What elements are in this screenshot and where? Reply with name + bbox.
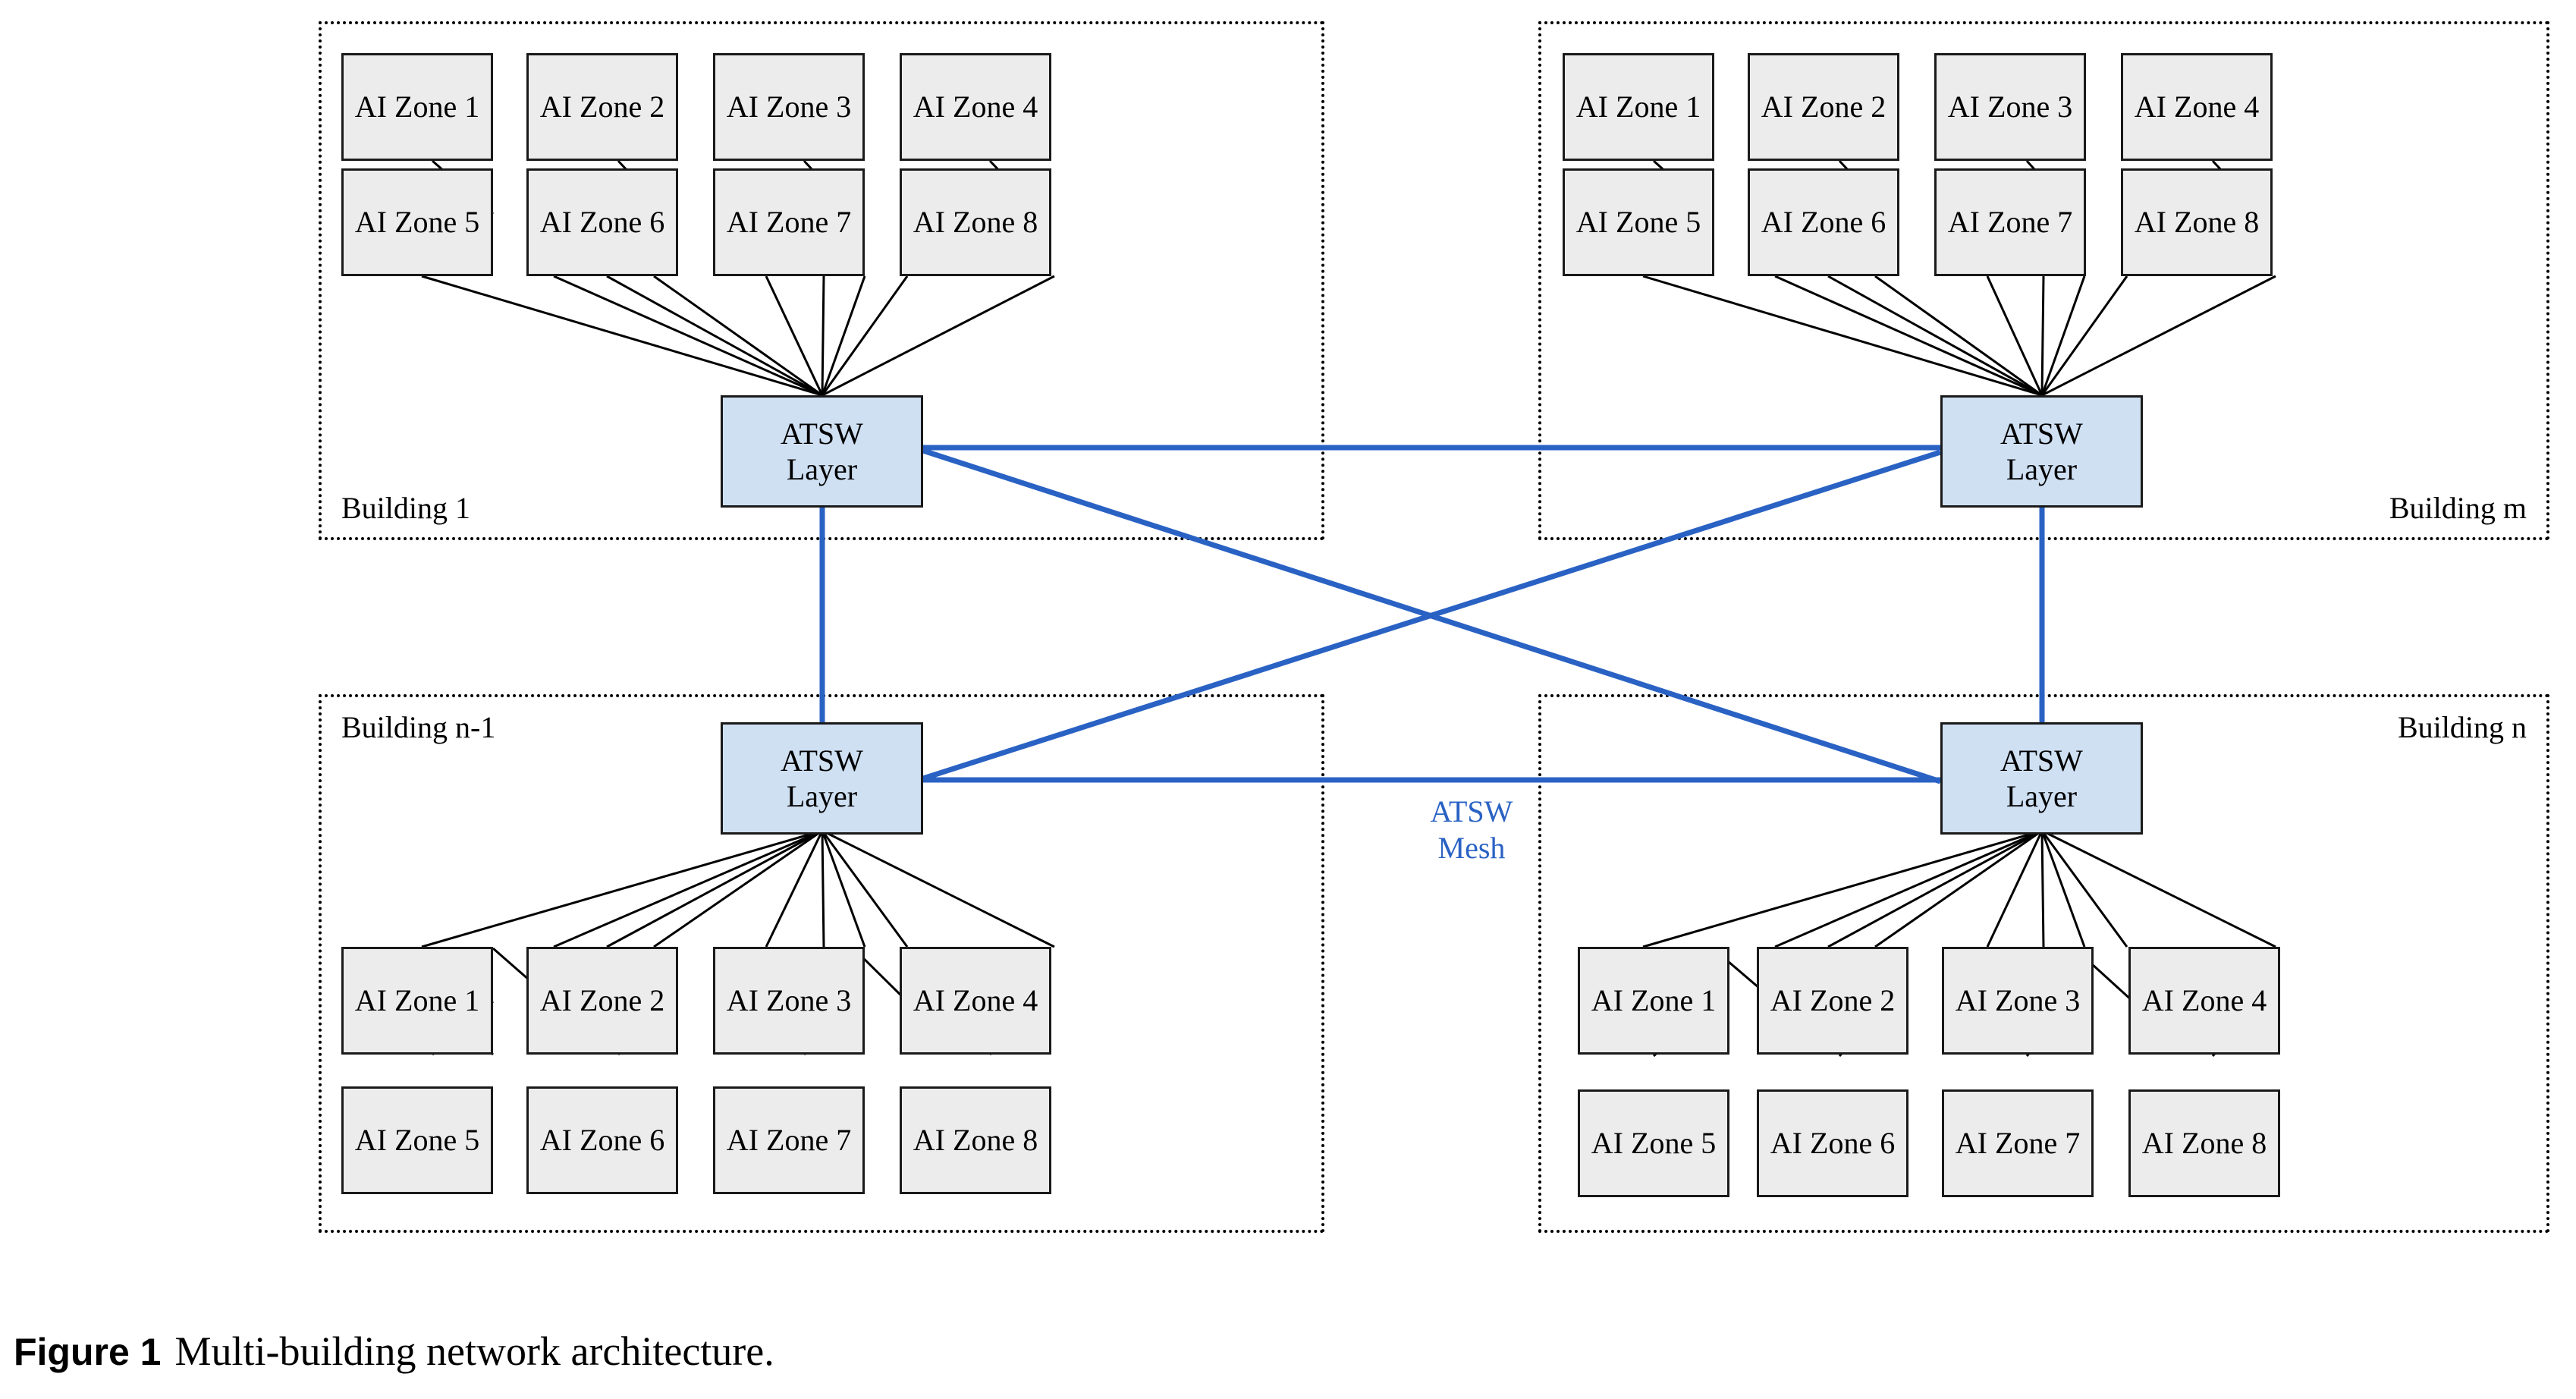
zone-box[interactable]: AI Zone 8 (900, 1086, 1051, 1194)
atsw-line1: ATSW (2000, 416, 2083, 451)
zone-box[interactable]: AI Zone 3 (1942, 947, 2094, 1055)
zone-box[interactable]: AI Zone 8 (900, 168, 1051, 276)
figure-caption-text: Multi-building network architecture. (174, 1328, 774, 1374)
zone-box[interactable]: AI Zone 7 (713, 1086, 865, 1194)
zone-box[interactable]: AI Zone 8 (2121, 168, 2273, 276)
atsw-mesh-label-line1: ATSW (1430, 794, 1513, 828)
zone-box[interactable]: AI Zone 1 (1578, 947, 1729, 1055)
atsw-layer-box[interactable]: ATSW Layer (721, 722, 923, 835)
zone-box[interactable]: AI Zone 2 (526, 947, 678, 1055)
zone-box[interactable]: AI Zone 7 (1942, 1089, 2094, 1197)
atsw-layer-box[interactable]: ATSW Layer (1940, 722, 2143, 835)
zone-box[interactable]: AI Zone 5 (341, 168, 493, 276)
figure-caption: Figure 1 Multi-building network architect… (14, 1331, 774, 1372)
zone-box[interactable]: AI Zone 8 (2128, 1089, 2280, 1197)
atsw-mesh-label: ATSW Mesh (1381, 794, 1563, 866)
atsw-line1: ATSW (2000, 743, 2083, 778)
building-bottom-left-label: Building n-1 (341, 710, 496, 744)
zone-box[interactable]: AI Zone 7 (713, 168, 865, 276)
atsw-line2: Layer (786, 779, 858, 813)
building-top-right-label: Building m (2389, 491, 2527, 525)
zone-box[interactable]: AI Zone 4 (2128, 947, 2280, 1055)
zone-box[interactable]: AI Zone 3 (713, 53, 865, 161)
atsw-line2: Layer (786, 452, 858, 486)
atsw-layer-box[interactable]: ATSW Layer (721, 395, 923, 508)
zone-box[interactable]: AI Zone 2 (526, 53, 678, 161)
atsw-mesh-label-line2: Mesh (1437, 831, 1506, 865)
zone-box[interactable]: AI Zone 6 (1748, 168, 1899, 276)
atsw-line1: ATSW (781, 416, 863, 451)
zone-box[interactable]: AI Zone 6 (1757, 1089, 1908, 1197)
figure-number: Figure 1 (14, 1331, 162, 1373)
zone-box[interactable]: AI Zone 5 (1578, 1089, 1729, 1197)
zone-box[interactable]: AI Zone 4 (900, 53, 1051, 161)
zone-box[interactable]: AI Zone 4 (900, 947, 1051, 1055)
zone-box[interactable]: AI Zone 5 (1563, 168, 1714, 276)
building-top-left-label: Building 1 (341, 491, 471, 525)
atsw-layer-box[interactable]: ATSW Layer (1940, 395, 2143, 508)
zone-box[interactable]: AI Zone 2 (1757, 947, 1908, 1055)
zone-box[interactable]: AI Zone 2 (1748, 53, 1899, 161)
atsw-line2: Layer (2006, 779, 2078, 813)
atsw-line1: ATSW (781, 743, 863, 778)
zone-box[interactable]: AI Zone 3 (713, 947, 865, 1055)
building-bottom-right-label: Building n (2397, 710, 2527, 744)
atsw-line2: Layer (2006, 452, 2078, 486)
zone-box[interactable]: AI Zone 1 (341, 947, 493, 1055)
zone-box[interactable]: AI Zone 3 (1934, 53, 2086, 161)
zone-box[interactable]: AI Zone 6 (526, 1086, 678, 1194)
zone-box[interactable]: AI Zone 6 (526, 168, 678, 276)
zone-box[interactable]: AI Zone 1 (1563, 53, 1714, 161)
zone-box[interactable]: AI Zone 1 (341, 53, 493, 161)
zone-box[interactable]: AI Zone 7 (1934, 168, 2086, 276)
zone-box[interactable]: AI Zone 4 (2121, 53, 2273, 161)
zone-box[interactable]: AI Zone 5 (341, 1086, 493, 1194)
